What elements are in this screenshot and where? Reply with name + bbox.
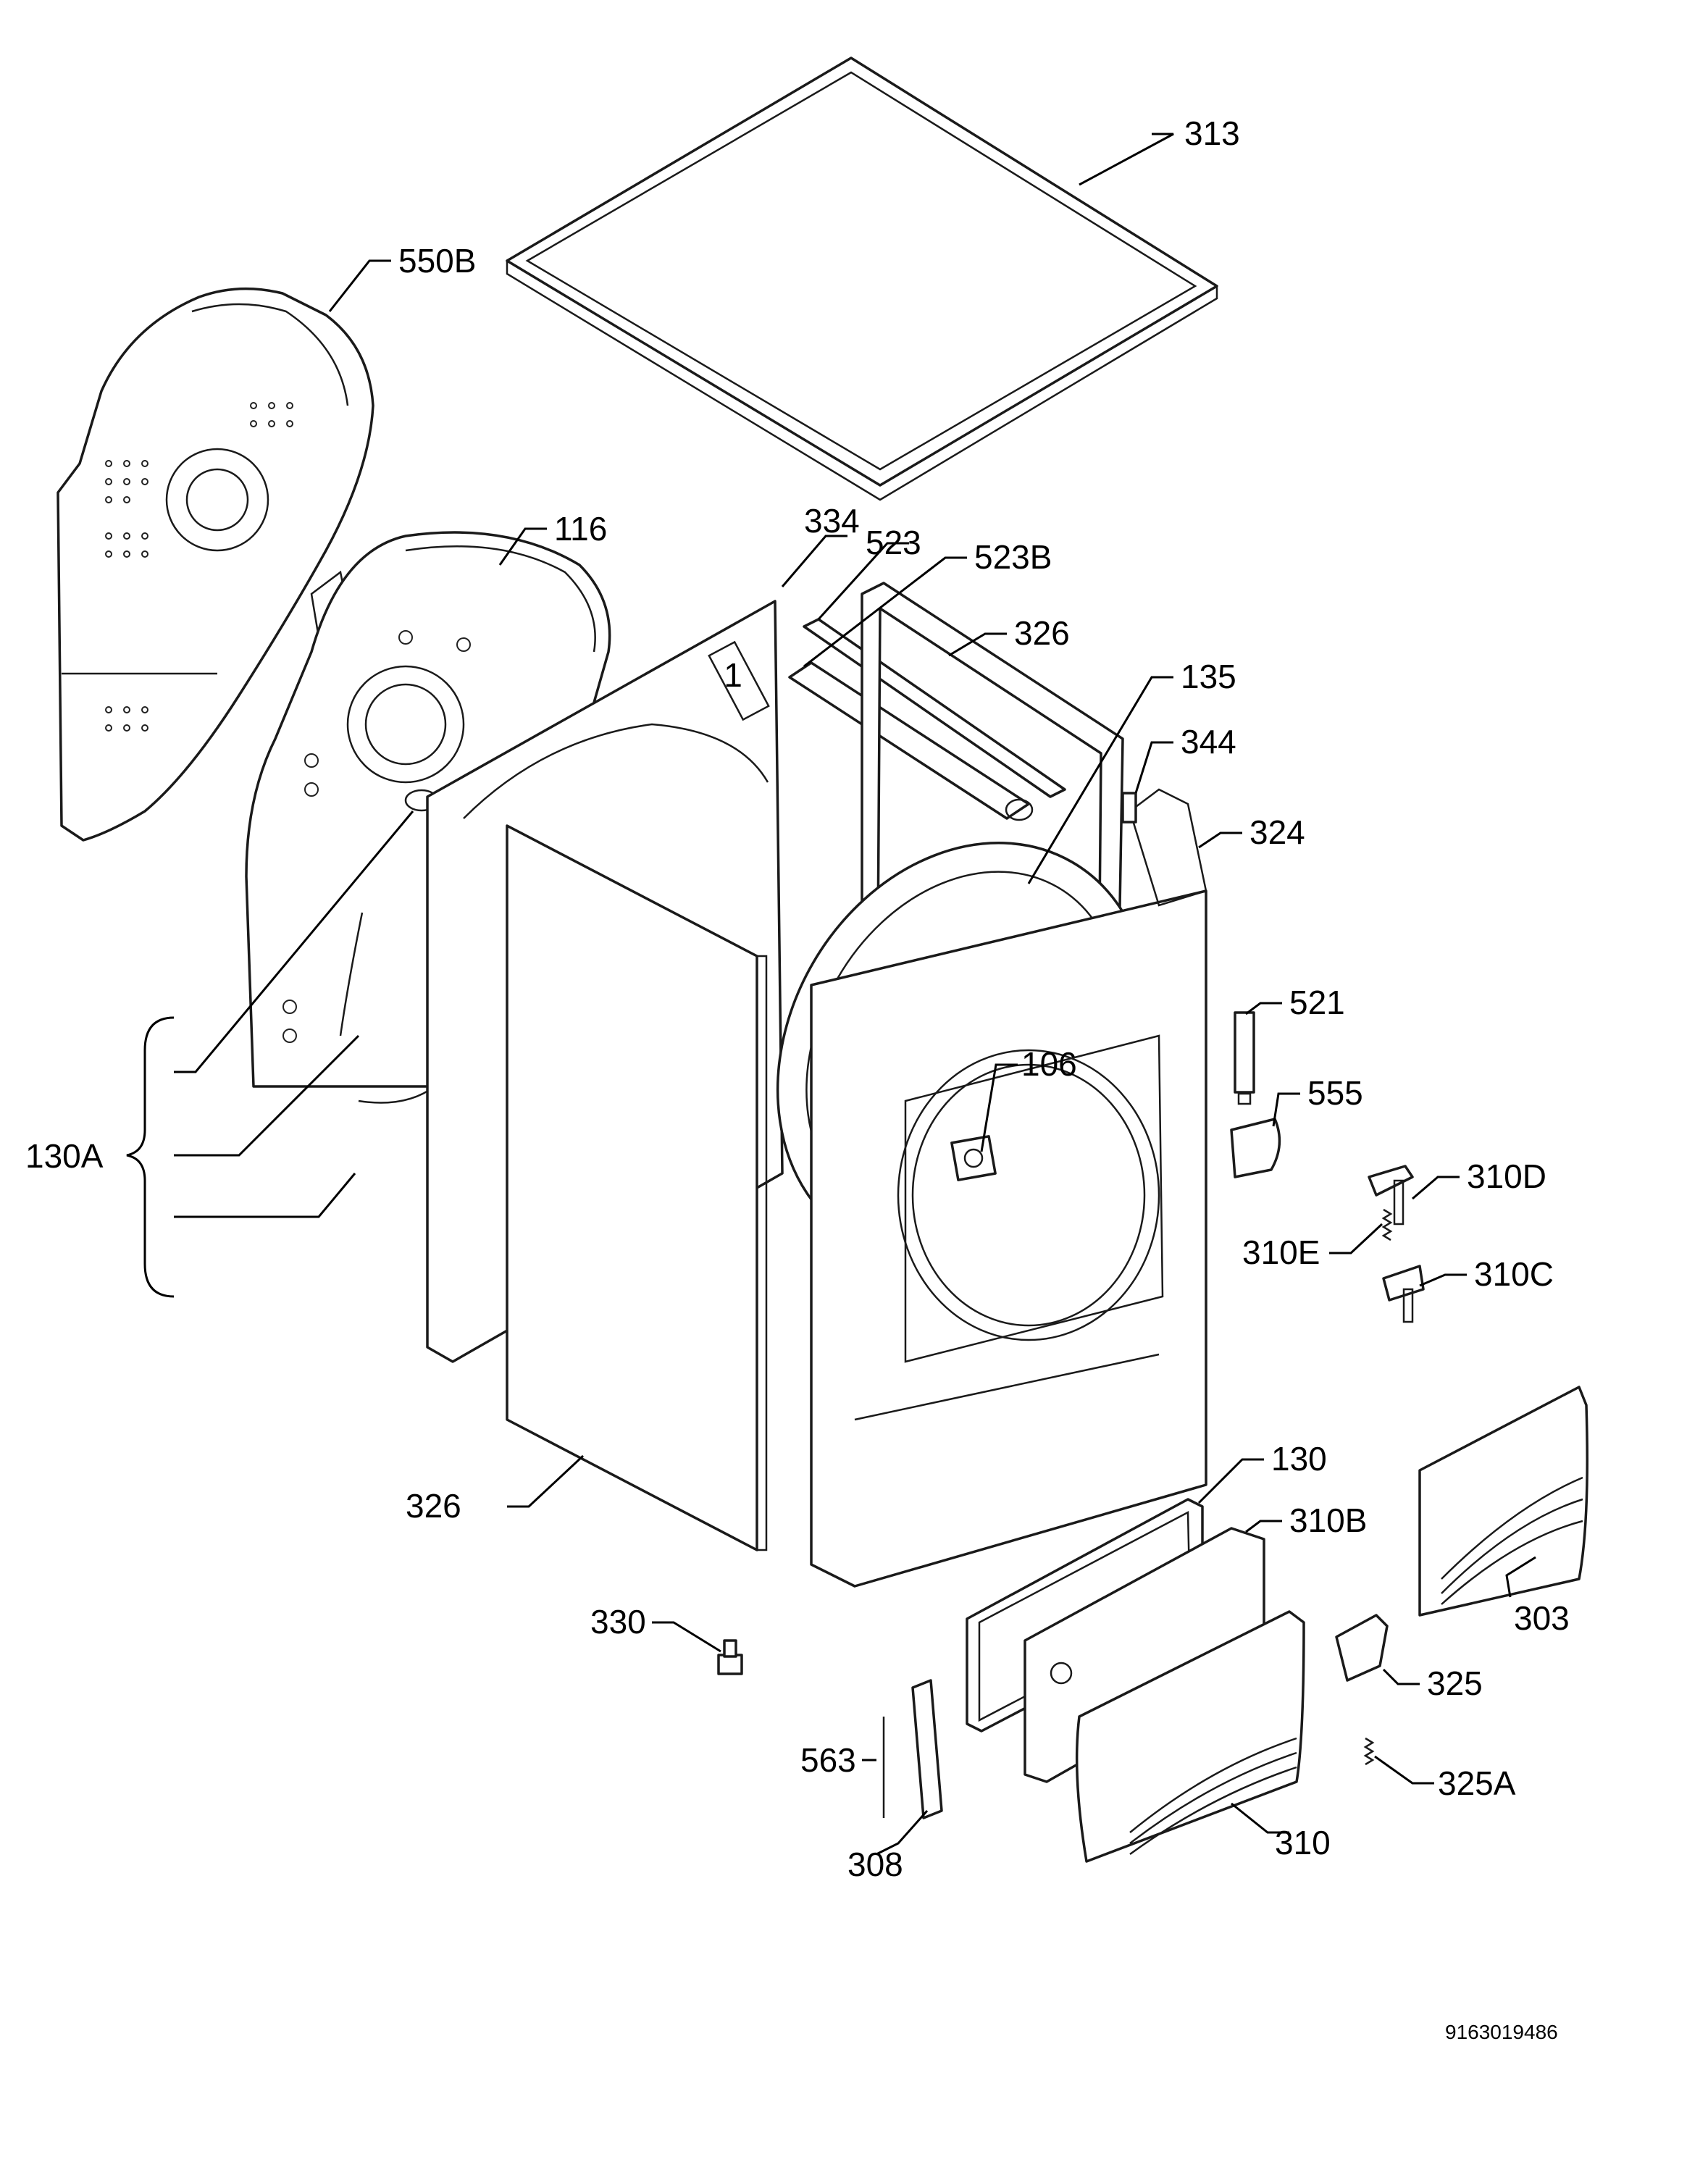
part-555-knob[interactable]	[1230, 1118, 1281, 1178]
label-130: 130	[1271, 1440, 1327, 1478]
part-324-front-panel[interactable]	[810, 788, 1207, 1588]
label-310E: 310E	[1242, 1233, 1320, 1271]
label-563: 563	[800, 1741, 856, 1779]
part-labels: 313 550B 116 334 523 523B 326 135 344 32…	[25, 114, 1570, 2043]
label-324: 324	[1249, 813, 1305, 851]
part-550B-rear-housing[interactable]	[56, 287, 374, 842]
part-106-door-lock[interactable]	[950, 1135, 997, 1181]
label-344: 344	[1181, 723, 1236, 761]
drawing-code: 9163019486	[1445, 2021, 1558, 2043]
label-116: 116	[554, 510, 607, 548]
part-310E-spring[interactable]	[1381, 1208, 1393, 1241]
label-310D: 310D	[1467, 1157, 1546, 1195]
label-308: 308	[847, 1846, 903, 1883]
leader-lines	[126, 133, 1536, 1856]
part-325A-spring[interactable]	[1363, 1737, 1375, 1766]
part-310D-button[interactable]	[1368, 1165, 1414, 1226]
part-326-side-panel[interactable]	[506, 824, 768, 1551]
label-555: 555	[1307, 1074, 1363, 1112]
label-310: 310	[1275, 1824, 1331, 1861]
part-523B-rail[interactable]	[788, 661, 1034, 821]
part-308-bracket[interactable]	[911, 1679, 943, 1819]
label-130A: 130A	[25, 1137, 104, 1175]
label-106: 106	[1021, 1045, 1077, 1083]
label-334: 334	[804, 502, 860, 540]
label-310C: 310C	[1474, 1255, 1554, 1293]
part-344-clip[interactable]	[1121, 792, 1137, 824]
label-550B: 550B	[398, 242, 476, 280]
label-325: 325	[1427, 1664, 1483, 1702]
part-313-top-lid[interactable]	[506, 56, 1218, 501]
part-310-drawer-front[interactable]	[1075, 1610, 1305, 1863]
label-326-top: 326	[1014, 614, 1070, 652]
side-number-mark: 1	[724, 656, 742, 694]
part-303-drawer-trim[interactable]	[1418, 1386, 1588, 1617]
label-523: 523	[866, 524, 921, 561]
part-310C-catch[interactable]	[1382, 1265, 1425, 1323]
part-521-switch[interactable]	[1234, 1011, 1255, 1105]
label-303: 303	[1514, 1599, 1570, 1637]
vent-perforation	[105, 402, 293, 732]
label-325A: 325A	[1438, 1764, 1516, 1802]
label-326-bottom: 326	[406, 1487, 461, 1525]
label-310B: 310B	[1289, 1501, 1367, 1539]
label-523B: 523B	[974, 538, 1052, 576]
part-330-foot[interactable]	[717, 1639, 743, 1675]
label-313: 313	[1184, 114, 1240, 152]
label-330: 330	[590, 1603, 646, 1641]
label-135: 135	[1181, 658, 1236, 695]
label-521: 521	[1289, 984, 1345, 1021]
part-325-latch[interactable]	[1335, 1614, 1389, 1682]
